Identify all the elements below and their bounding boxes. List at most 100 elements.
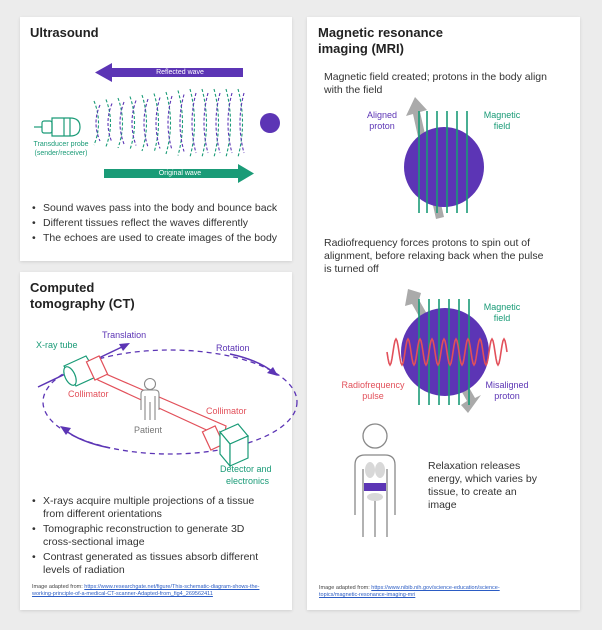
list-item: Tomographic reconstruction to generate 3… [32, 523, 262, 549]
original-wavefront [129, 96, 136, 150]
sound-waves [93, 88, 245, 158]
credit-link-line-1[interactable]: https://www.researchgate.net/figure/This… [84, 584, 260, 590]
collimator-top [85, 355, 109, 381]
rotation-label: Rotation [216, 343, 250, 353]
reflected-wavefront [191, 92, 197, 154]
list-item: Sound waves pass into the body and bounc… [32, 202, 288, 215]
credit-prefix: Image adapted from: [32, 584, 85, 590]
reflected-wave-arrow [95, 63, 243, 82]
mri-title-line-1: Magnetic resonance [318, 25, 443, 40]
aligned-proton-label-1: Aligned [366, 110, 398, 120]
translation-label: Translation [102, 330, 147, 340]
original-wavefront [201, 88, 207, 158]
mri-title-line-2: imaging (MRI) [318, 41, 404, 56]
misaligned-proton-label-2: proton [494, 391, 520, 401]
list-item: Different tissues reflect the waves diff… [32, 217, 288, 230]
mri-step2-line-3: is turned off [324, 263, 379, 275]
original-wavefront [177, 90, 183, 156]
detector-label-2: electronics [226, 476, 270, 486]
reflected-wavefront [179, 94, 185, 152]
radiofrequency-pulse-wave [386, 337, 508, 367]
ultrasound-diagram [34, 63, 280, 183]
patient-icon [140, 377, 160, 420]
rotation-arrow-bottom [64, 429, 111, 449]
original-wavefront [189, 88, 195, 158]
organs-icon [364, 462, 386, 501]
probe-label-2: (sender/receiver) [34, 150, 88, 157]
mri-diagram [354, 97, 508, 537]
reflected-wavefront [215, 92, 221, 154]
original-wave-label: Original wave [158, 170, 202, 177]
credit-prefix: Image adapted from: [319, 585, 372, 591]
ct-credit: Image adapted from: https://www.research… [32, 584, 282, 598]
list-item: The echoes are used to create images of … [32, 232, 288, 245]
magnetic-field-label-1: Magnetic [483, 110, 521, 120]
original-wavefront [225, 88, 231, 158]
magnetic-field-label-4: field [493, 313, 511, 323]
magnetic-field-label-3: Magnetic [483, 302, 521, 312]
original-wavefront [213, 88, 219, 158]
reflector-object [260, 113, 280, 133]
rotation-arrow-top [229, 353, 274, 373]
original-wavefront [165, 91, 172, 155]
reflected-wave-label: Reflected wave [156, 69, 204, 76]
ultrasound-card: Ultrasound Reflected wave Original wave … [20, 17, 292, 261]
credit-link-line-2[interactable]: topics/magnetic-resonance-imaging-mri [319, 592, 416, 598]
mri-step1-line-2: with the field [324, 84, 383, 96]
ultrasound-title: Ultrasound [30, 25, 99, 40]
gantry-orbit [42, 349, 298, 455]
mri-step3-line-3: tissue, to create an [428, 486, 517, 498]
detector-icon [219, 423, 249, 468]
reflected-wavefront [203, 92, 209, 154]
human-body-icon [354, 423, 396, 537]
ct-bullets: X-rays acquire multiple projections of a… [32, 495, 262, 579]
original-wavefront [141, 94, 148, 152]
rf-pulse-label-1: Radiofrequency [341, 380, 405, 390]
original-wavefront [117, 97, 124, 149]
rf-pulse-label-2: pulse [362, 391, 384, 401]
original-wavefront [237, 88, 243, 158]
mri-step3-line-1: Relaxation releases [428, 460, 521, 472]
reflected-wavefront [227, 92, 233, 154]
reflected-wavefront [155, 97, 161, 149]
credit-link-line-2[interactable]: working-principle-of-a-medical-CT-scanne… [32, 591, 213, 597]
ct-title-line-2: tomography (CT) [30, 296, 135, 311]
mri-step2-line-1: Radiofrequency forces protons to spin ou… [324, 237, 531, 249]
transducer-probe-icon [34, 117, 81, 137]
misaligned-proton-label-1: Misaligned [485, 380, 529, 390]
list-item: Contrast generated as tissues absorb dif… [32, 551, 262, 577]
collimator-bottom-label: Collimator [206, 406, 247, 416]
reflected-wavefront [131, 100, 137, 146]
ultrasound-bullets: Sound waves pass into the body and bounc… [32, 202, 288, 247]
ct-title-line-1: Computed [30, 280, 95, 295]
aligned-proton-diagram [404, 97, 484, 219]
misaligned-proton [401, 308, 489, 396]
reflected-wavefront [119, 101, 125, 145]
misaligned-proton-diagram [386, 289, 508, 413]
mri-step1-line-1: Magnetic field created; protons in the b… [324, 71, 547, 83]
aligned-proton-label-2: proton [369, 121, 395, 131]
mri-step2-line-2: alignment, before relaxing back when the… [324, 250, 544, 262]
original-wave-arrow [104, 164, 254, 183]
original-wavefront [93, 100, 100, 146]
probe-label-1: Transducer probe [33, 141, 89, 148]
reflected-wavefront [167, 95, 173, 151]
magnetic-field-label-2: field [493, 121, 511, 131]
ct-card: Computed tomography (CT) [20, 272, 298, 610]
mri-step3-line-4: image [428, 499, 457, 511]
mri-step3-line-2: energy, which varies by [428, 473, 537, 485]
collimator-top-label: Collimator [68, 389, 109, 399]
aligned-proton [404, 127, 484, 207]
ct-diagram [37, 343, 298, 468]
list-item: X-rays acquire multiple projections of a… [32, 495, 262, 521]
patient-label: Patient [134, 425, 163, 435]
xray-tube-label: X-ray tube [36, 340, 78, 350]
detector-label-1: Detector and [220, 464, 272, 474]
reflected-wavefront [107, 103, 113, 143]
reflected-wavefront [239, 92, 245, 154]
mri-card: Magnetic resonance imaging (MRI) Magneti… [307, 17, 580, 610]
mri-credit: Image adapted from: https://www.nibib.ni… [319, 585, 569, 599]
magnetic-field-lines [418, 111, 468, 213]
original-wavefront [153, 93, 160, 153]
credit-link-line-1[interactable]: https://www.nibib.nih.gov/science-educat… [371, 585, 500, 591]
